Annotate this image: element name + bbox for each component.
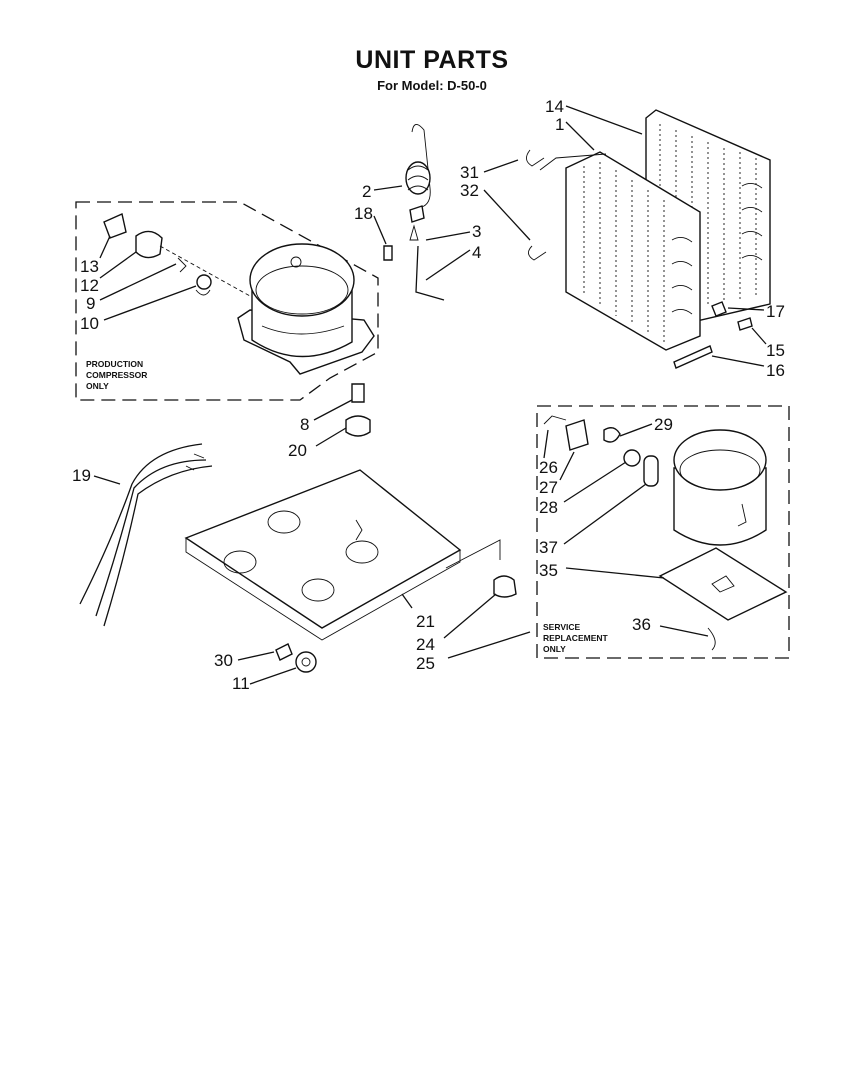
compressor-mounts bbox=[345, 383, 371, 437]
callout-labels: 14 1 31 32 2 18 3 4 13 12 9 10 17 15 16 … bbox=[72, 97, 785, 693]
callout-9: 9 bbox=[86, 294, 95, 313]
callout-13: 13 bbox=[80, 257, 99, 276]
callout-30: 30 bbox=[214, 651, 233, 670]
service-small-parts bbox=[543, 415, 716, 651]
service-mounting-plate bbox=[658, 547, 788, 621]
production-note-line-3: ONLY bbox=[86, 381, 109, 391]
callout-20: 20 bbox=[288, 441, 307, 460]
production-compressor-note: PRODUCTION COMPRESSOR ONLY bbox=[86, 359, 147, 391]
callout-32: 32 bbox=[460, 181, 479, 200]
wire-harness bbox=[79, 443, 213, 627]
callout-29: 29 bbox=[654, 415, 673, 434]
page-title: UNIT PARTS bbox=[355, 46, 509, 74]
service-note-line-3: ONLY bbox=[543, 644, 566, 654]
callout-4: 4 bbox=[472, 243, 481, 262]
service-replacement-boundary bbox=[536, 405, 790, 659]
production-compressor-boundary bbox=[75, 201, 379, 401]
service-replacement-note: SERVICE REPLACEMENT ONLY bbox=[543, 622, 609, 654]
grommet-and-fasteners bbox=[275, 539, 517, 673]
callout-18: 18 bbox=[354, 204, 373, 223]
callout-14: 14 bbox=[545, 97, 564, 116]
callout-16: 16 bbox=[766, 361, 785, 380]
callout-35: 35 bbox=[539, 561, 558, 580]
callout-3: 3 bbox=[472, 222, 481, 241]
overload-relay-parts bbox=[103, 213, 251, 297]
service-note-line-1: SERVICE bbox=[543, 622, 580, 632]
callout-27: 27 bbox=[539, 478, 558, 497]
callout-21: 21 bbox=[416, 612, 435, 631]
callout-25: 25 bbox=[416, 654, 435, 673]
service-compressor bbox=[673, 429, 767, 546]
base-pan bbox=[184, 469, 462, 641]
callout-28: 28 bbox=[539, 498, 558, 517]
service-note-line-2: REPLACEMENT bbox=[543, 633, 609, 643]
callout-1: 1 bbox=[555, 115, 564, 134]
leader-lines bbox=[93, 105, 767, 685]
callout-24: 24 bbox=[416, 635, 435, 654]
callout-17: 17 bbox=[766, 302, 785, 321]
callout-8: 8 bbox=[300, 415, 309, 434]
callout-12: 12 bbox=[80, 276, 99, 295]
callout-11: 11 bbox=[232, 674, 250, 693]
production-note-line-1: PRODUCTION bbox=[86, 359, 143, 369]
callout-36: 36 bbox=[632, 615, 651, 634]
callout-37: 37 bbox=[539, 538, 558, 557]
callout-15: 15 bbox=[766, 341, 785, 360]
model-subtitle: For Model: D-50-0 bbox=[377, 78, 487, 93]
evaporator-coil bbox=[539, 151, 701, 351]
callout-31: 31 bbox=[460, 163, 479, 182]
callout-10: 10 bbox=[80, 314, 99, 333]
production-compressor bbox=[237, 243, 375, 375]
callout-19: 19 bbox=[72, 466, 91, 485]
callout-2: 2 bbox=[362, 182, 371, 201]
production-note-line-2: COMPRESSOR bbox=[86, 370, 147, 380]
thermostat-parts bbox=[383, 124, 445, 301]
coil-clips-and-bracket bbox=[526, 149, 753, 369]
callout-26: 26 bbox=[539, 458, 558, 477]
